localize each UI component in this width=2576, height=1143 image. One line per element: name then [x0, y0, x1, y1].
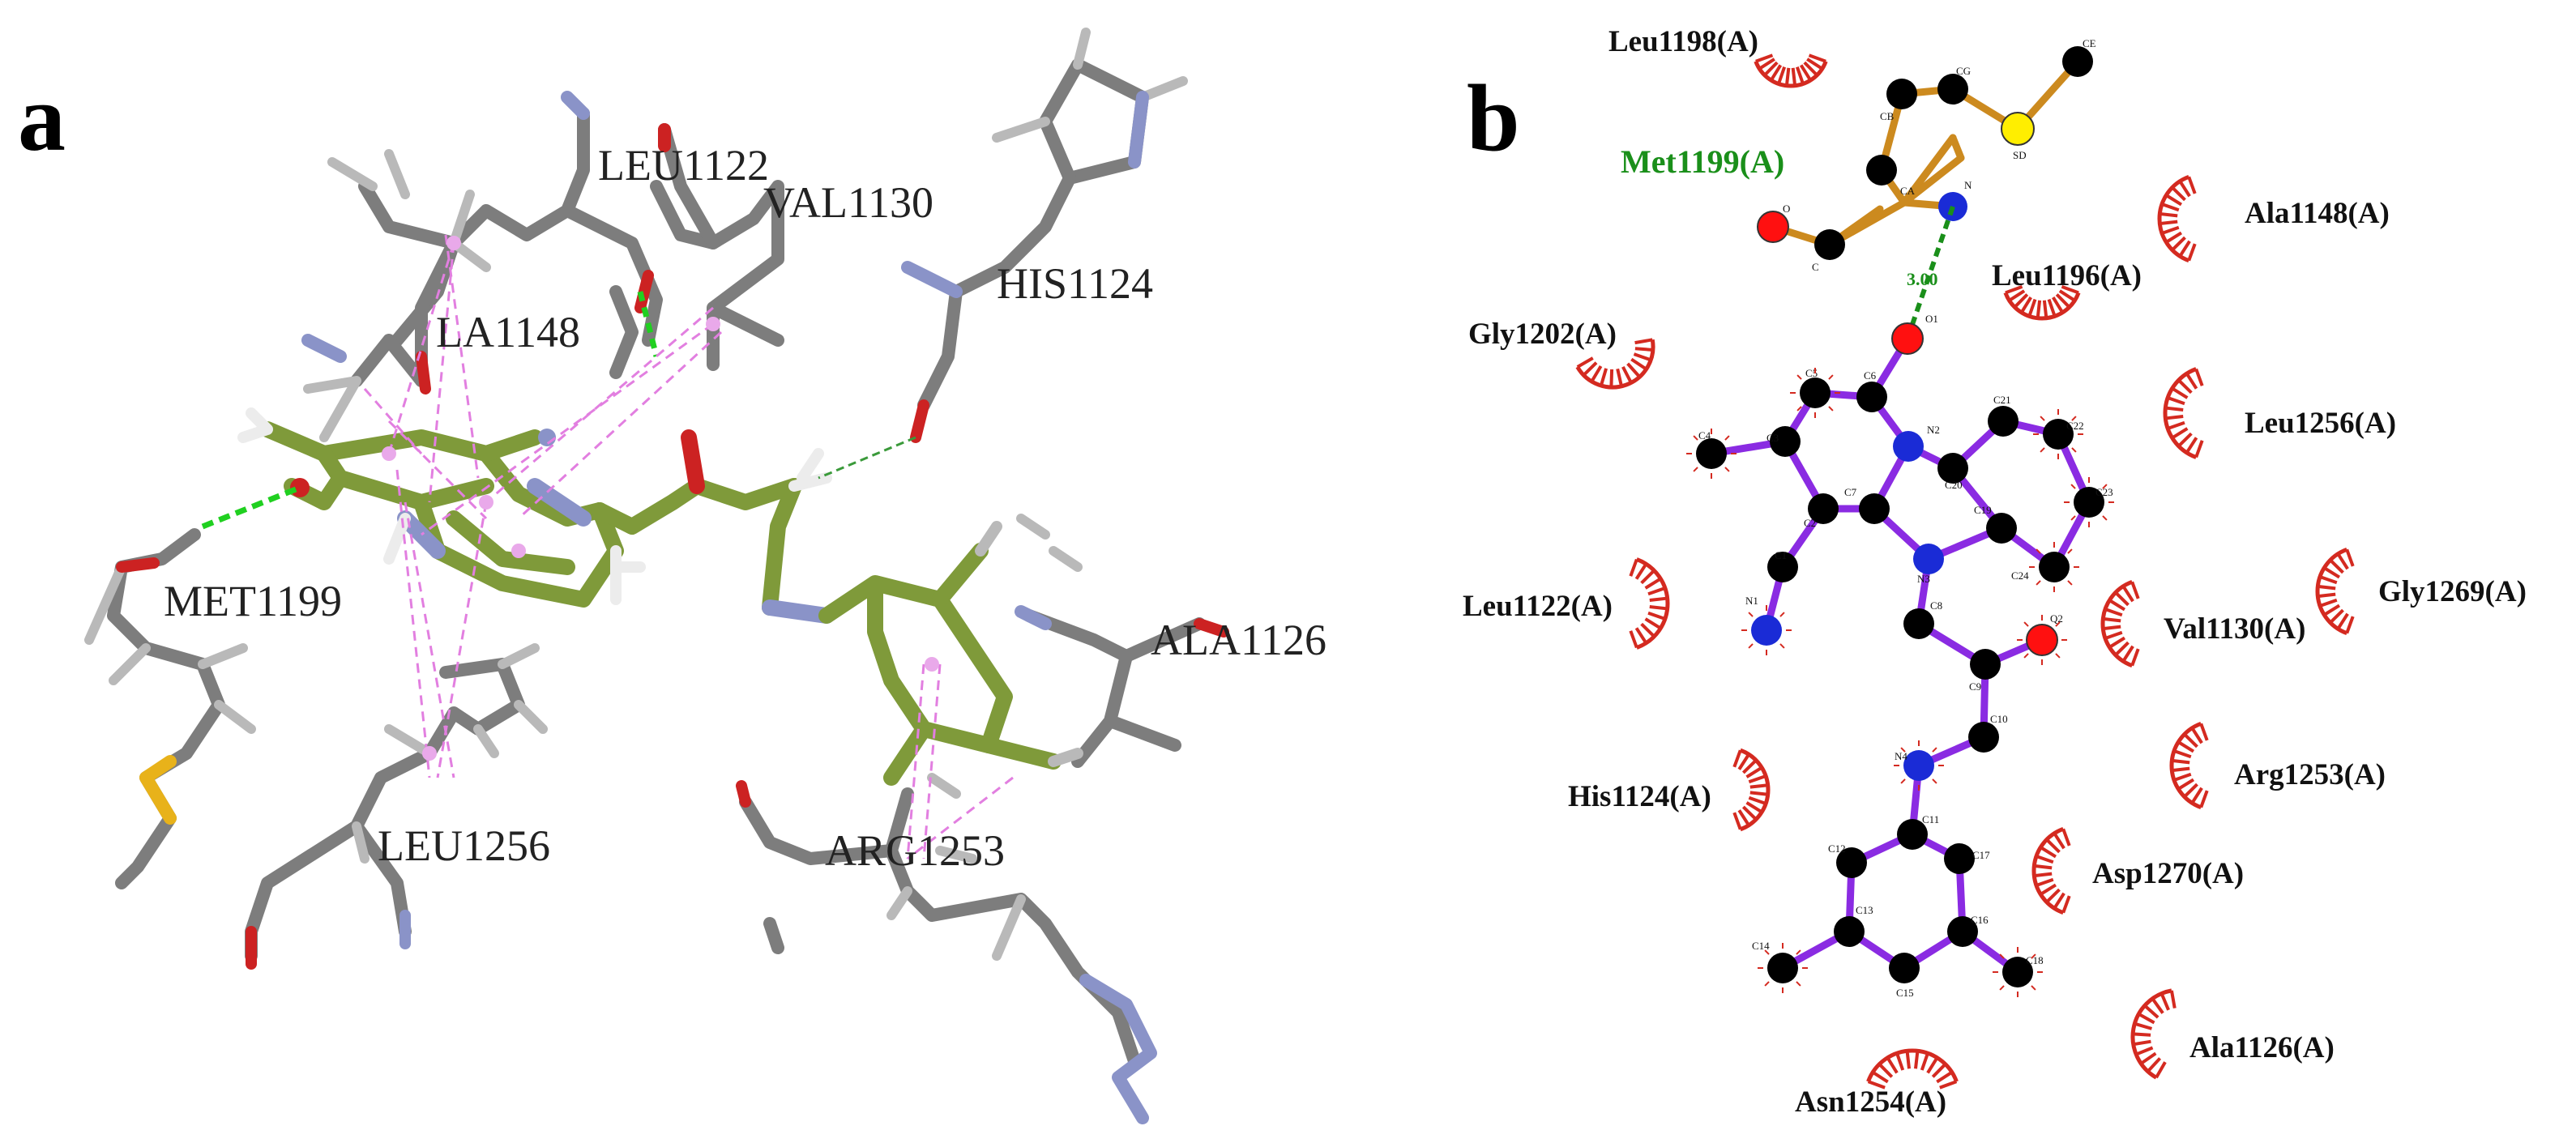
residue-label-asn1254: Asn1254(A)	[1795, 1085, 1946, 1119]
atom-label: N4	[1895, 750, 1907, 762]
hbond-distance-label: 3.00	[1907, 269, 1938, 289]
hydrophobic-arc	[2130, 988, 2177, 1080]
hydrophobic-arc	[1629, 557, 1670, 650]
atom-label: C16	[1971, 914, 1989, 926]
hydrophobic-residue-labels: Leu1198(A) Ala1148(A) Leu1196(A) Gly1202…	[1463, 25, 2527, 1119]
atom-label: C14	[1752, 940, 1770, 952]
atom-label: C2	[1804, 517, 1816, 529]
ligand-2d: O1 C6 C5 N2 C21 C22 C4 C3 C20 C23 C7 C19…	[1696, 313, 2113, 999]
contact-ticks	[1894, 740, 1944, 791]
contact-ticks	[1741, 605, 1792, 655]
residue-label-ala1126: Ala1126(A)	[2189, 1031, 2335, 1064]
residue-label-leu1122: LEU1122	[598, 141, 769, 190]
interaction-lines	[201, 234, 1014, 860]
hydrophobic-arcs	[1575, 53, 2355, 1090]
atom-label: C15	[1896, 987, 1914, 999]
met-atom-label: SD	[2013, 149, 2027, 161]
hydrophobic-arc	[1866, 1048, 1959, 1090]
atom-label: C1	[1775, 549, 1787, 561]
panel-a: a	[18, 28, 1326, 1124]
residue-label-gly1202: Gly1202(A)	[1468, 318, 1617, 351]
hydrophobic-arc	[2031, 826, 2071, 915]
atom-label: C11	[1922, 813, 1939, 825]
panel-b: b CE CG CB SD CA	[1463, 25, 2527, 1119]
residue-label-arg1253: Arg1253(A)	[2234, 758, 2386, 791]
panel-b-letter: b	[1467, 65, 1520, 171]
atom-label: C12	[1828, 842, 1846, 855]
atom-label: C19	[1974, 504, 1992, 516]
contact-ticks	[2029, 542, 2079, 592]
met-atom-label: C	[1812, 261, 1819, 273]
atom-label: N1	[1745, 595, 1758, 607]
residue-label-val1130: Val1130(A)	[2164, 612, 2305, 646]
atom-label: N3	[1917, 573, 1930, 585]
residue-label-leu1256: Leu1256(A)	[2245, 407, 2396, 440]
hydrophobic-arc	[2100, 579, 2140, 668]
atom-label: C7	[1844, 486, 1857, 498]
atom-label: O1	[1925, 313, 1938, 325]
met-atom-label: O	[1783, 203, 1790, 215]
residue-label-met1199: MET1199	[164, 577, 342, 625]
hydrophobic-arc	[1575, 338, 1655, 390]
residue-label-gly1269: Gly1269(A)	[2378, 575, 2527, 608]
met1199-residue: CE CG CB SD CA N O C Met1199(A)	[1621, 37, 2096, 273]
contact-ticks	[2033, 409, 2083, 459]
contact-ticks	[1790, 368, 1840, 418]
atom-label: N2	[1927, 424, 1940, 436]
atom-label: C3	[1766, 432, 1779, 444]
atom-label: C8	[1930, 599, 1942, 612]
panel-a-residue-labels: LEU1122 VAL1130 HIS1124 LA1148 MET1199 A…	[164, 141, 1326, 875]
hydrophobic-arc	[2315, 547, 2355, 636]
atom-label: C6	[1864, 369, 1877, 382]
residue-label-his1124: His1124(A)	[1568, 780, 1711, 813]
ligand-sticks	[237, 407, 1083, 786]
met-atom-label: CA	[1900, 185, 1916, 197]
residue-label-ala1148: LA1148	[436, 308, 580, 356]
contact-ticks	[1686, 429, 1737, 479]
met-atom-label: N	[1964, 179, 1972, 191]
hydrophobic-arc	[2003, 285, 2081, 321]
atom-label: C9	[1969, 680, 1981, 693]
atom-label: C22	[2066, 420, 2084, 432]
panel-a-letter: a	[18, 65, 66, 171]
atom-label: C10	[1990, 713, 2008, 725]
atom-label: C17	[1972, 849, 1990, 861]
residue-label-ala1148: Ala1148(A)	[2245, 197, 2390, 230]
atom-label: Q2	[2050, 612, 2063, 625]
ligand-atoms	[1696, 322, 2104, 987]
hbond-residue-label: Met1199(A)	[1621, 143, 1784, 180]
protein-sticks	[84, 28, 1229, 1124]
contact-ticks	[2064, 477, 2114, 527]
residue-label-arg1253: ARG1253	[825, 826, 1005, 875]
atom-label: C13	[1856, 904, 1873, 916]
contact-ticks	[2017, 615, 2067, 665]
residue-label-leu1198: Leu1198(A)	[1608, 25, 1758, 58]
met-atom-label: CE	[2083, 37, 2096, 49]
residue-label-ala1126: ALA1126	[1151, 616, 1326, 664]
hydrophobic-arc	[2169, 721, 2209, 810]
hydrophobic-arc	[2163, 367, 2204, 459]
hydrophobic-arc	[1754, 53, 1828, 88]
residue-label-leu1256: LEU1256	[378, 821, 550, 870]
hydrophobic-arc	[1732, 748, 1771, 832]
contact-ticks	[1993, 947, 2043, 997]
atom-label: C21	[1993, 394, 2011, 406]
contact-ticks	[1758, 943, 1808, 993]
residue-label-leu1122: Leu1122(A)	[1463, 590, 1613, 623]
atom-label: C23	[2095, 486, 2113, 498]
residue-label-val1130: VAL1130	[763, 178, 933, 227]
met-atom-label: CB	[1880, 110, 1895, 122]
residue-label-his1124: HIS1124	[997, 259, 1153, 308]
hydrophobic-arc	[2157, 174, 2197, 263]
residue-label-asp1270: Asp1270(A)	[2092, 857, 2244, 890]
atom-label: C20	[1945, 479, 1963, 491]
atom-label: C24	[2011, 569, 2029, 582]
atom-label: C18	[2026, 954, 2044, 966]
residue-label-leu1196: Leu1196(A)	[1992, 259, 2142, 292]
hydrogen-bond: 3.00	[1905, 206, 1955, 339]
met-atom-label: CG	[1956, 65, 1971, 77]
atom-label: C4	[1698, 429, 1711, 441]
